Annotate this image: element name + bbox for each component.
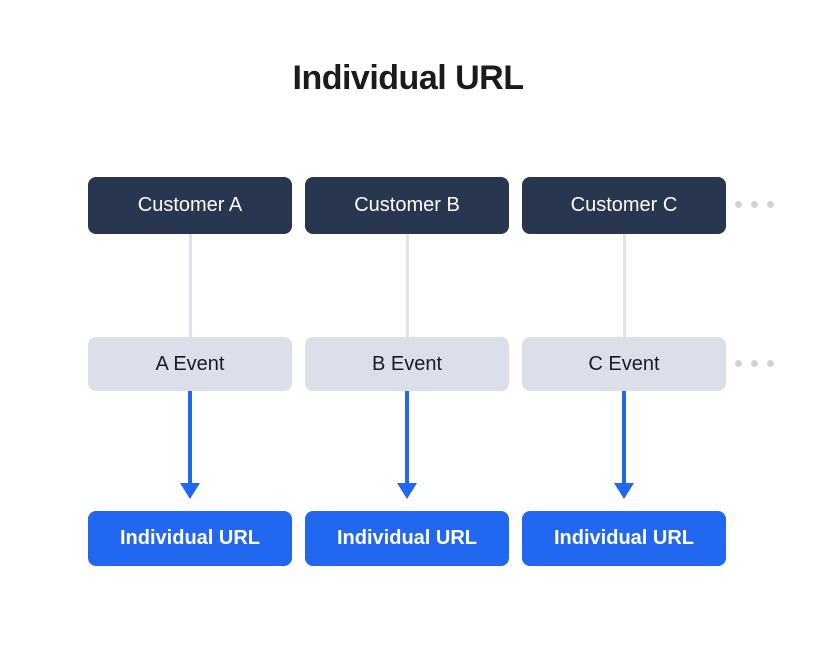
arrow-shaft: [188, 391, 192, 483]
connector-line: [622, 234, 626, 337]
arrow-down-icon: [397, 391, 417, 511]
customer-node: Customer A: [88, 177, 292, 234]
customer-node: Customer B: [305, 177, 509, 234]
dot: [735, 201, 742, 208]
customer-label: Customer B: [354, 194, 460, 216]
diagram-title: Individual URL: [292, 59, 525, 97]
arrow-head: [397, 483, 417, 499]
url-node: Individual URL: [88, 511, 292, 566]
arrow-head: [614, 483, 634, 499]
flow-column-b: Customer B B Event Individual URL: [305, 177, 509, 566]
dot: [751, 360, 758, 367]
customer-label: Customer A: [137, 194, 243, 216]
flow-columns: Customer A A Event Individual URL Custom…: [88, 177, 726, 566]
flow-column-c: Customer C C Event Individual URL: [522, 177, 726, 566]
arrow-shaft: [622, 391, 626, 483]
url-node: Individual URL: [305, 511, 509, 566]
ellipsis-icon: [735, 360, 774, 367]
event-node: C Event: [522, 337, 726, 391]
url-label: Individual URL: [554, 527, 694, 549]
event-node: B Event: [305, 337, 509, 391]
flow-column-a: Customer A A Event Individual URL: [88, 177, 292, 566]
event-label: A Event: [155, 352, 225, 375]
url-node: Individual URL: [522, 511, 726, 566]
dot: [751, 201, 758, 208]
url-label: Individual URL: [120, 527, 260, 549]
dot: [767, 201, 774, 208]
arrow-down-icon: [180, 391, 200, 511]
customer-node: Customer C: [522, 177, 726, 234]
connector-line: [188, 234, 192, 337]
connector-line: [405, 234, 409, 337]
arrow-head: [180, 483, 200, 499]
event-label: C Event: [588, 352, 660, 375]
arrow-shaft: [405, 391, 409, 483]
arrow-down-icon: [614, 391, 634, 511]
url-label: Individual URL: [337, 527, 477, 549]
customer-label: Customer C: [570, 194, 678, 216]
event-label: B Event: [371, 352, 443, 375]
dot: [767, 360, 774, 367]
event-node: A Event: [88, 337, 292, 391]
dot: [735, 360, 742, 367]
ellipsis-icon: [735, 201, 774, 208]
